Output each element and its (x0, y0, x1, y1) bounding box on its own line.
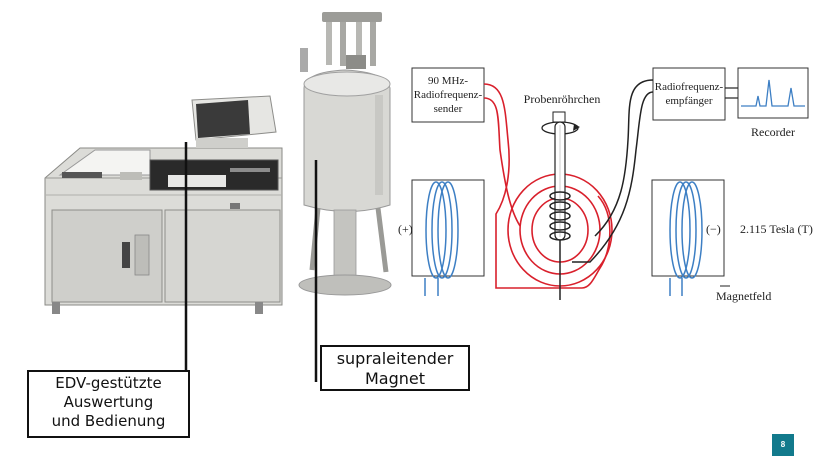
spectrum-trace (741, 79, 805, 107)
magnet-pole-right (651, 179, 725, 296)
magnet-pole-left (411, 179, 485, 296)
field-label: Magnetfeld (716, 289, 771, 303)
magnet-photo (298, 12, 392, 296)
detector-coil (549, 191, 571, 300)
sender-label-line3: sender (434, 103, 463, 115)
magnet-callout-line1: supraleitender (336, 349, 454, 368)
receiver-wires (572, 79, 654, 263)
pole-right-label: (−) (706, 222, 721, 236)
computer-callout-line1: EDV-gestützte (55, 374, 162, 392)
recorder-label: Recorder (751, 125, 795, 139)
computer-callout: EDV-gestützte Auswertung und Bedienung (27, 370, 190, 438)
computer-console-photo (44, 95, 283, 314)
tube-label: Probenröhrchen (524, 92, 601, 106)
recorder-box (737, 67, 809, 119)
magnet-callout-line2: Magnet (364, 369, 426, 388)
pole-left-label: (+) (398, 222, 413, 236)
receiver-label-line2: empfänger (665, 95, 712, 107)
computer-callout-line3: und Bedienung (51, 411, 166, 430)
sender-box (411, 67, 485, 123)
receiver-label-line1: Radiofrequenz- (655, 81, 724, 93)
sender-label-line2: Radiofrequenz- (414, 89, 483, 101)
magnet-callout: supraleitender Magnet (320, 345, 470, 391)
receiver-box (652, 67, 726, 121)
page-number-badge: 8 (772, 434, 794, 456)
field-strength-label: 2.115 Tesla (T) (740, 222, 813, 236)
sender-label-line1: 90 MHz- (428, 75, 468, 87)
computer-callout-line2: Auswertung (63, 392, 154, 411)
rf-transmitter-coil (483, 83, 613, 289)
